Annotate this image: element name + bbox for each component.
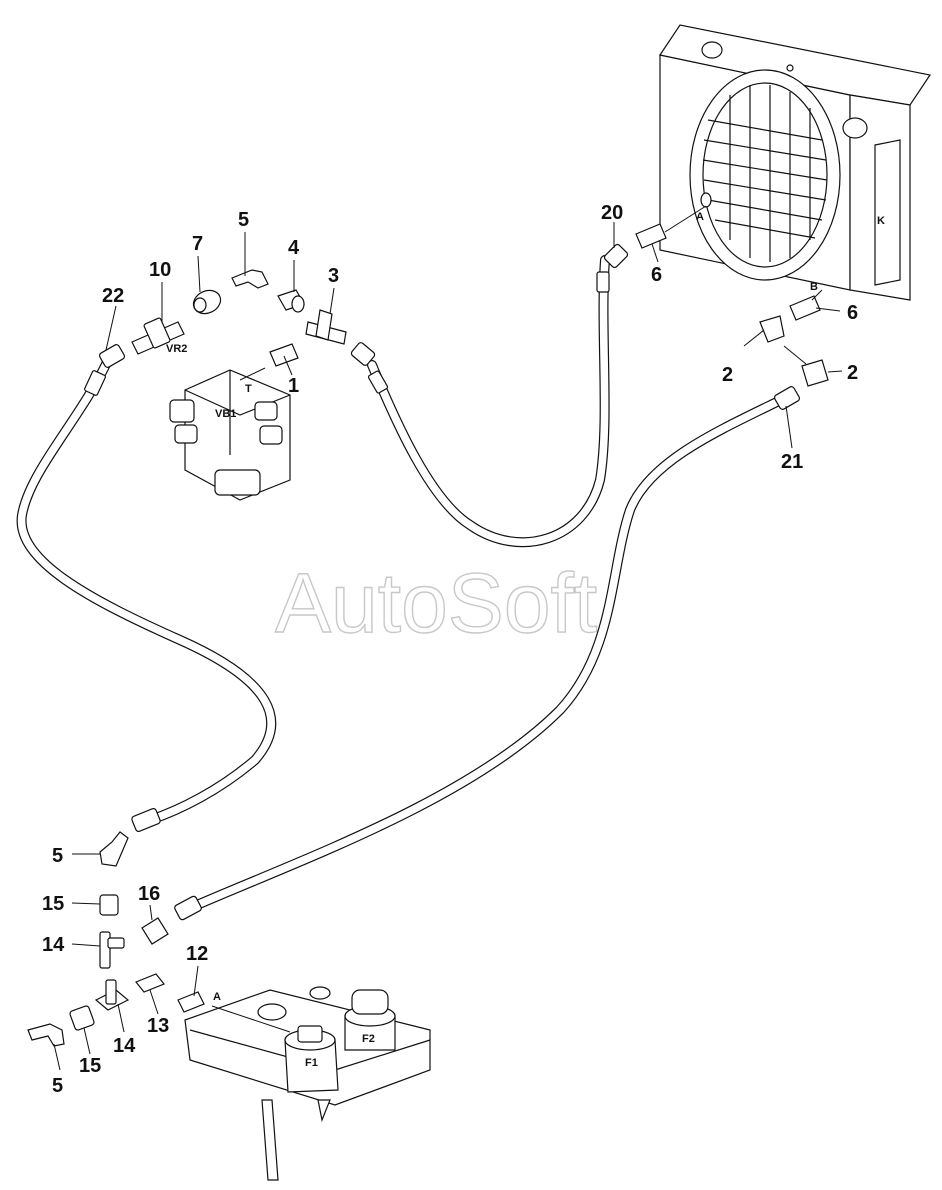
- label-t: T: [245, 383, 252, 395]
- radiator-k: K A B: [659, 24, 931, 301]
- tank-assembly: F1 F2 A: [184, 986, 431, 1181]
- fitting-5-mid: [99, 831, 129, 867]
- fitting-7: [192, 289, 222, 315]
- callout-5-bottom: 5: [52, 1075, 63, 1097]
- callout-5-top: 5: [238, 209, 249, 231]
- hose-21: [185, 393, 790, 913]
- fitting-5-bottom: [27, 1023, 65, 1047]
- fitting-16: [141, 917, 169, 945]
- fitting-5-top: [231, 269, 269, 289]
- fitting-2-a: [759, 315, 785, 343]
- label-vb1: VB1: [215, 408, 236, 420]
- fitting-4: [277, 289, 305, 313]
- callout-4: 4: [288, 237, 300, 259]
- callout-7: 7: [192, 233, 203, 255]
- fitting-15-top: [99, 894, 119, 916]
- fitting-1: [269, 343, 299, 367]
- label-f1: F1: [305, 1057, 318, 1069]
- hose-20: [367, 255, 610, 548]
- hose-22: [16, 355, 277, 825]
- callout-15-bottom: 15: [79, 1055, 101, 1077]
- callout-2-b: 2: [847, 362, 858, 384]
- fitting-6-a: [635, 223, 667, 249]
- filter-f1: F1: [284, 1025, 339, 1093]
- filter-f2: F2: [344, 989, 396, 1051]
- fitting-14-bottom: [94, 979, 130, 1011]
- callout-14-bottom: 14: [113, 1035, 136, 1057]
- callout-12: 12: [186, 943, 208, 965]
- callout-6-b: 6: [847, 302, 858, 324]
- fitting-10-vr2: VR2: [131, 317, 187, 355]
- fitting-14-top: [99, 931, 125, 969]
- callout-3: 3: [328, 265, 339, 287]
- fitting-15-bottom: [69, 1005, 95, 1031]
- fitting-13: [135, 973, 165, 993]
- callouts: 22 10 7 5 4 3 1 20 6 6 2 2 21 5 15 16 14…: [42, 202, 858, 1097]
- callout-22: 22: [102, 285, 124, 307]
- valve-block-vb1: VB1 T: [169, 367, 291, 501]
- label-vr2: VR2: [166, 343, 187, 355]
- fitting-12: [177, 991, 205, 1013]
- callout-14-top: 14: [42, 934, 65, 956]
- label-k: K: [877, 215, 885, 227]
- callout-13: 13: [147, 1015, 169, 1037]
- fitting-6-b: [789, 295, 821, 321]
- fitting-3-tee: [305, 309, 347, 345]
- watermark: AutoSoft: [275, 556, 597, 650]
- label-b-radiator: B: [810, 281, 818, 293]
- fitting-2-b: [801, 359, 829, 387]
- callout-6-a: 6: [651, 264, 662, 286]
- label-a-radiator: A: [696, 211, 704, 223]
- callout-2-a: 2: [722, 364, 733, 386]
- label-f2: F2: [362, 1033, 375, 1045]
- callout-1: 1: [288, 375, 299, 397]
- callout-16: 16: [138, 883, 160, 905]
- leader-lines: [53, 205, 843, 1071]
- callout-5-mid: 5: [52, 845, 63, 867]
- callout-15-top: 15: [42, 893, 64, 915]
- callout-21: 21: [781, 451, 803, 473]
- label-a-tank: A: [213, 991, 221, 1003]
- callout-10: 10: [149, 259, 171, 281]
- callout-20: 20: [601, 202, 623, 224]
- radiator-grille: [702, 85, 828, 262]
- hose-fittings: [84, 243, 801, 921]
